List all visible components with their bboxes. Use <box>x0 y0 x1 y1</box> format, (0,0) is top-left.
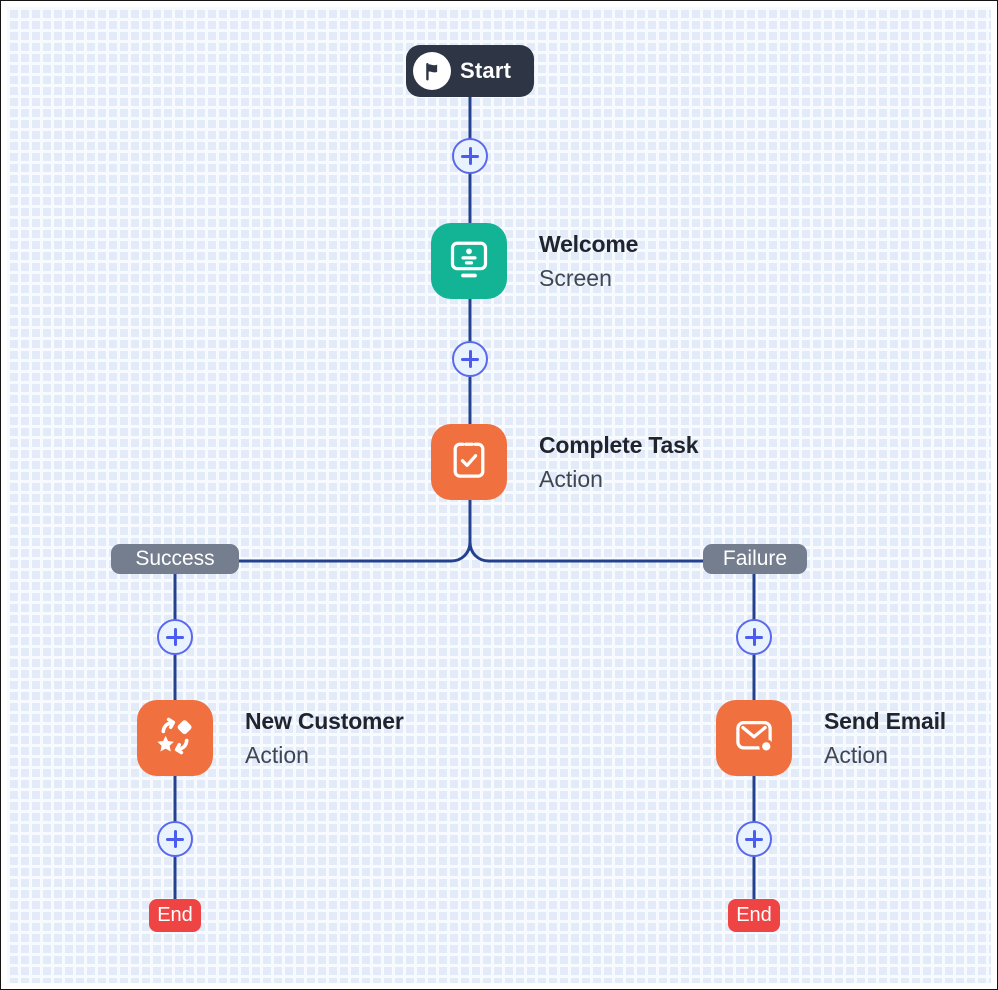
step-title-send-email: Send Email <box>824 708 946 734</box>
new-customer-node[interactable] <box>137 700 213 776</box>
add-step-button-3[interactable] <box>157 619 193 655</box>
branch-label-failure: Failure <box>703 544 807 574</box>
add-step-button-6[interactable] <box>736 821 772 857</box>
welcome-screen-node[interactable] <box>431 223 507 299</box>
end-node-left-label: End <box>157 904 193 926</box>
step-subtitle-welcome-screen: Screen <box>539 265 612 291</box>
branch-label-success-text: Success <box>135 547 215 570</box>
add-step-button-2[interactable] <box>452 341 488 377</box>
step-subtitle-new-customer: Action <box>245 742 309 768</box>
step-title-new-customer: New Customer <box>245 708 404 734</box>
add-step-button-1[interactable] <box>452 138 488 174</box>
end-node-left[interactable]: End <box>149 899 201 932</box>
envelope-dot-icon <box>731 713 777 764</box>
send-email-node[interactable] <box>716 700 792 776</box>
step-subtitle-complete-task: Action <box>539 466 603 492</box>
monitor-user-icon <box>446 236 492 287</box>
end-node-right-label: End <box>736 904 772 926</box>
clipboard-check-icon <box>446 437 492 488</box>
branch-label-success: Success <box>111 544 239 574</box>
start-label: Start <box>460 58 512 83</box>
step-subtitle-send-email: Action <box>824 742 888 768</box>
flag-icon <box>413 52 451 90</box>
step-title-complete-task: Complete Task <box>539 432 699 458</box>
shapes-sync-icon <box>152 713 198 764</box>
add-step-button-5[interactable] <box>157 821 193 857</box>
start-node[interactable]: Start <box>406 45 534 97</box>
step-title-welcome-screen: Welcome <box>539 231 639 257</box>
branch-label-failure-text: Failure <box>722 547 788 570</box>
complete-task-node[interactable] <box>431 424 507 500</box>
add-step-button-4[interactable] <box>736 619 772 655</box>
end-node-right[interactable]: End <box>728 899 780 932</box>
